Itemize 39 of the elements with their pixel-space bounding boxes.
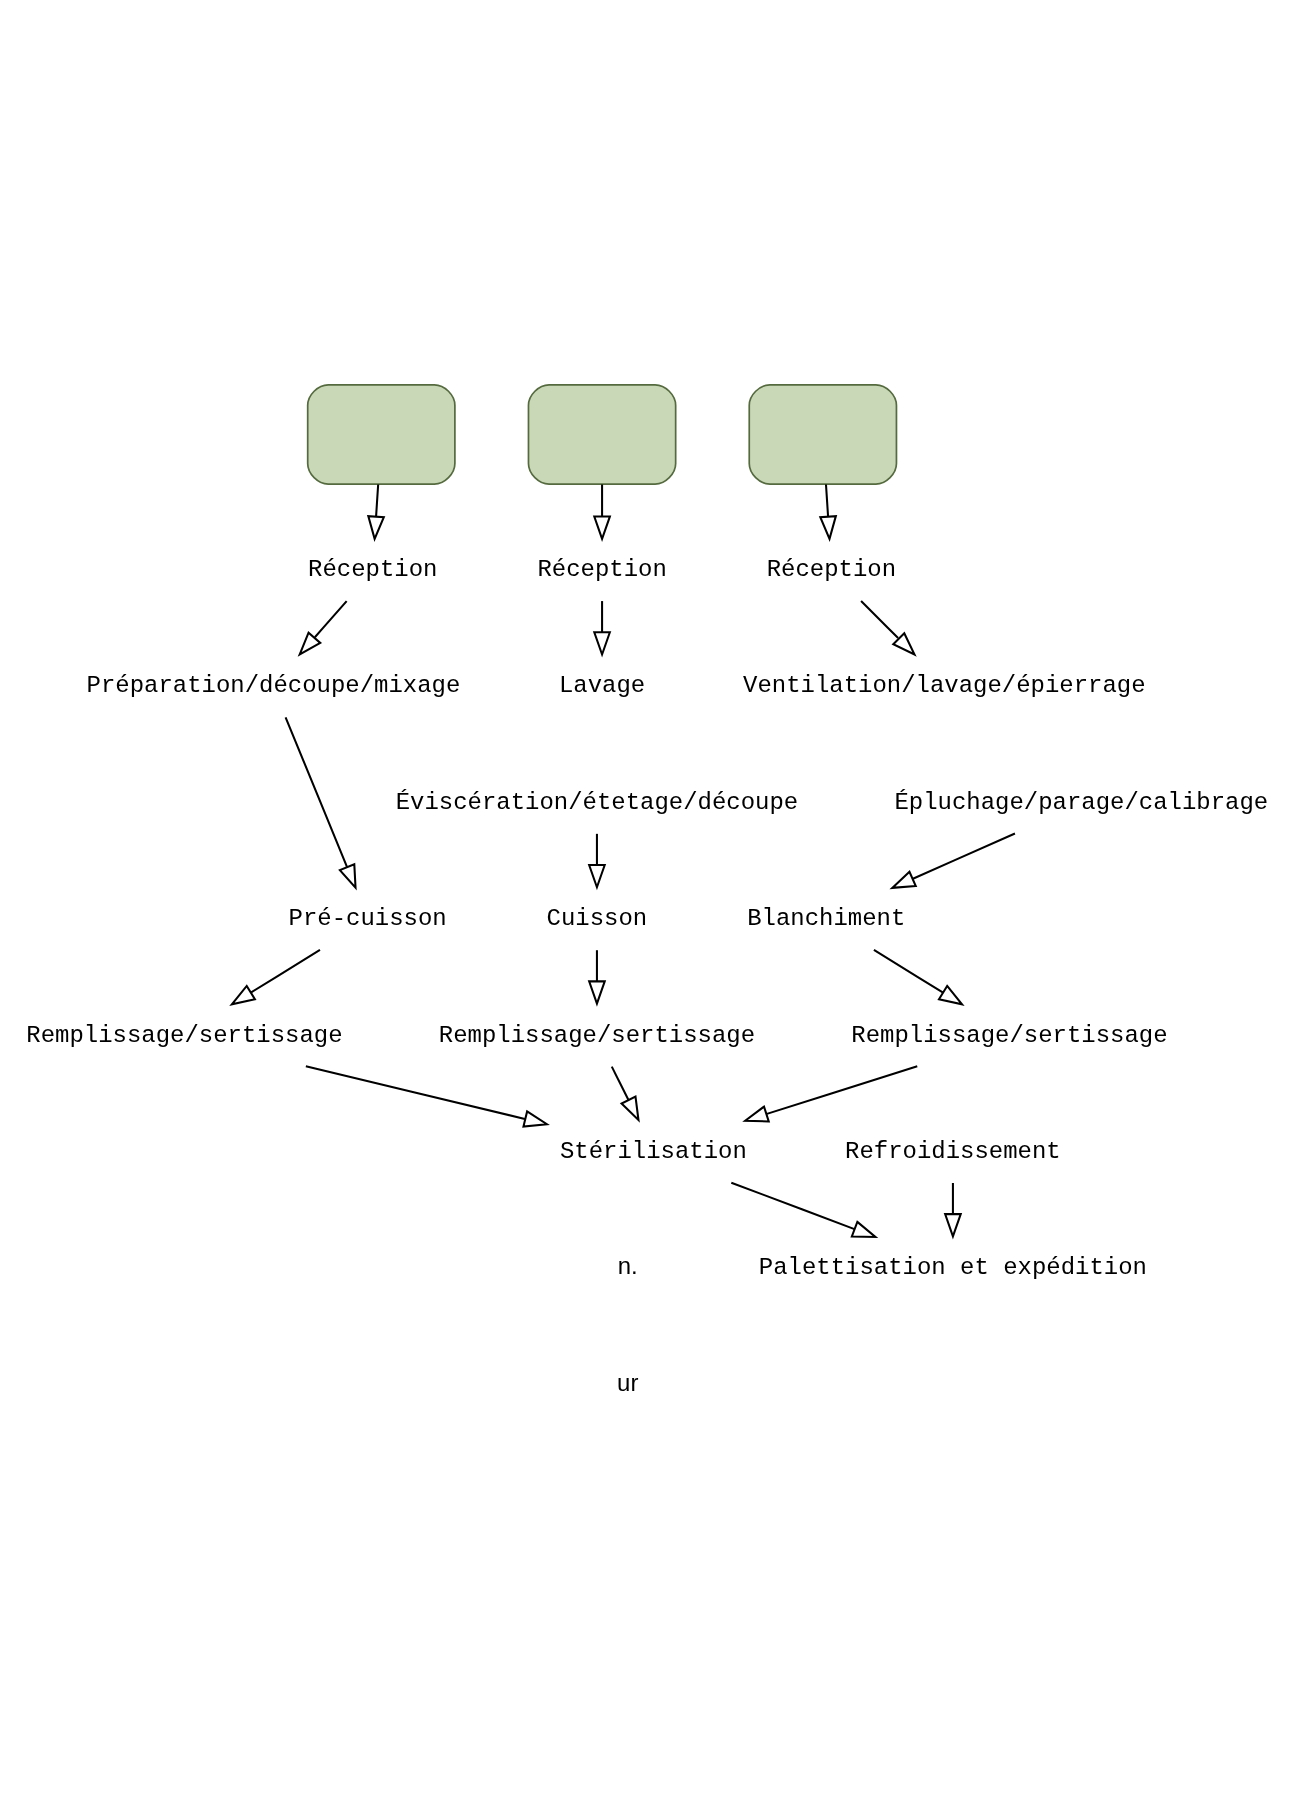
arrow <box>860 600 917 657</box>
node-text: Remplissage/sertissage <box>438 1021 756 1049</box>
arrow <box>818 484 838 542</box>
arrow <box>730 1181 879 1239</box>
node-text: Stérilisation <box>559 1137 747 1165</box>
label: ur <box>617 1368 639 1396</box>
node-text: Épluchage/parage/calibrage <box>894 788 1269 816</box>
node-text: Remplissage/sertissage <box>26 1021 343 1049</box>
node-text: Réception <box>308 556 438 584</box>
arrow <box>889 832 1016 890</box>
node-text: Lavage <box>558 672 646 700</box>
node-text: Refroidissement <box>845 1137 1061 1165</box>
node-text: Réception <box>766 556 897 584</box>
node-text: Cuisson <box>546 905 648 933</box>
arrow <box>587 833 607 891</box>
node-box <box>527 384 677 485</box>
arrow <box>587 950 607 1007</box>
node-box <box>306 384 456 485</box>
node-text: Remplissage/sertissage <box>851 1021 1168 1049</box>
node-text: Palettisation et expédition <box>758 1254 1147 1282</box>
arrow <box>366 484 386 542</box>
node-box <box>748 384 898 485</box>
node-text: Blanchiment <box>747 905 906 933</box>
node-text: Ventilation/lavage/épierrage <box>743 672 1146 700</box>
node-text: Pré-cuisson <box>288 905 447 933</box>
node-text: Préparation/découpe/mixage <box>86 672 461 700</box>
arrow <box>943 1183 963 1240</box>
label: n. <box>617 1252 638 1280</box>
arrow <box>592 601 612 658</box>
arrow <box>742 1065 918 1123</box>
arrow <box>592 484 612 542</box>
arrow <box>610 1066 640 1123</box>
arrow <box>873 949 965 1006</box>
arrow <box>305 1065 550 1128</box>
node-text: Réception <box>537 556 667 584</box>
arrow <box>229 949 321 1006</box>
arrow <box>284 716 357 891</box>
node-text: Éviscération/étetage/découpe <box>395 788 799 816</box>
arrow <box>297 600 348 657</box>
